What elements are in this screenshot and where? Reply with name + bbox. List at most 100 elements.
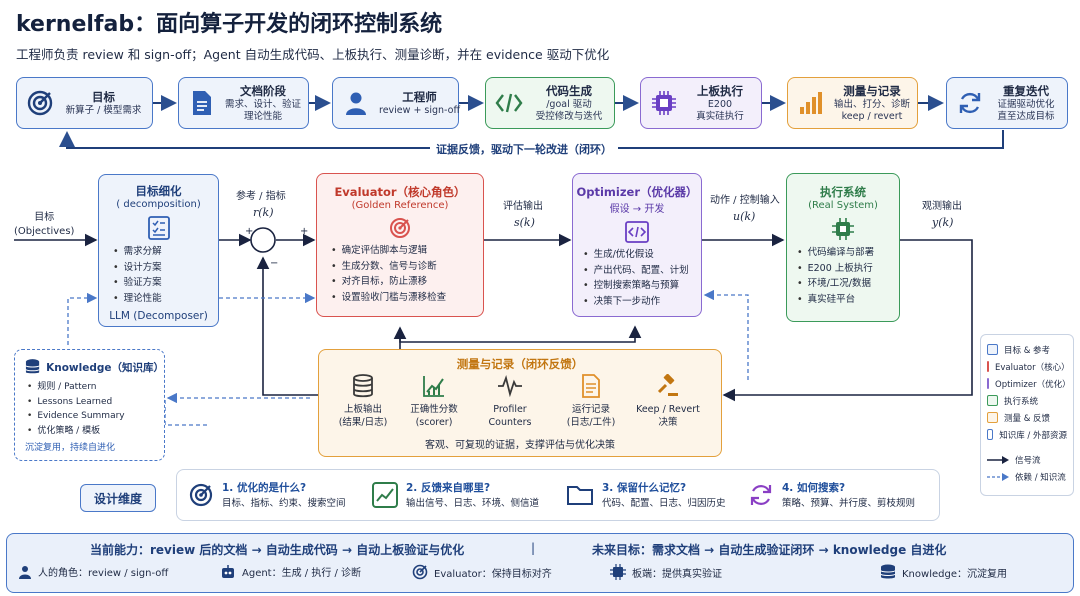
design-label: 设计维度 [80, 484, 156, 512]
chip-icon [610, 564, 626, 580]
list-item: 规则 / Pattern [27, 380, 164, 395]
person-icon [341, 88, 371, 118]
design-item: 1. 优化的是什么?目标、指标、约束、搜索空间 [188, 480, 346, 509]
legend-item: 依赖 / 知识流 [987, 468, 1067, 485]
measurement-item: 正确性分数 (scorer) [391, 374, 477, 430]
flow-step-desc: 证据驱动优化 直至达成目标 [997, 98, 1055, 122]
legend: 目标 & 参考 Evaluator（核心） Optimizer（优化） 执行系统… [980, 334, 1074, 496]
solid-arrow-icon [987, 455, 1009, 464]
current-capability: 当前能力：review 后的文档 → 自动生成代码 → 自动上板验证与优化 [90, 543, 465, 557]
feedback-sum-arrow [256, 256, 318, 396]
observe-label: 观测输出 [922, 201, 962, 212]
target-icon [189, 483, 213, 506]
role-item: 人的角色：review / sign-off [18, 564, 168, 579]
legend-label: 信号流 [1015, 455, 1041, 466]
chart-icon [372, 481, 398, 508]
flow-step-desc: review + sign-off [379, 104, 461, 116]
page-title: kernelfab：面向算子开发的闭环控制系统 [16, 12, 443, 37]
flow-step-desc: /goal 驱动 受控修改与迭代 [535, 98, 603, 122]
legend-swatch [987, 344, 998, 355]
future-goal: 未来目标：需求文档 → 自动生成验证闭环 → knowledge 自进化 [592, 543, 947, 557]
legend-swatch [987, 378, 989, 389]
legend-label: 目标 & 参考 [1004, 345, 1051, 356]
action-label: 动作 / 控制输入 [710, 195, 780, 206]
list-item: 验证方案 [113, 275, 218, 291]
execution-list: 代码编译与部署 E200 上板执行 环境/工况/数据 真实硅平台 [797, 245, 899, 307]
flow-step-title: 上板执行 [697, 83, 743, 98]
flow-step-title: 重复迭代 [1003, 83, 1049, 98]
knowledge-footer: 沉淀复用，持续自进化 [25, 443, 116, 453]
measurement-label: 上板输出 (结果/日志) [338, 404, 388, 428]
decomposition-footer: LLM (Decomposer) [109, 310, 208, 322]
role-label: 板端：提供真实验证 [632, 568, 722, 580]
role-label: Knowledge：沉淀复用 [902, 568, 1007, 580]
file-icon [582, 374, 600, 398]
measurement-label: Profiler Counters [488, 404, 532, 428]
eval-output-symbol: s(k) [514, 216, 535, 229]
list-item: 真实硅平台 [797, 292, 899, 308]
list-item: 控制搜索策略与预算 [583, 278, 701, 294]
design-item-desc: 输出信号、日志、环境、侧信道 [406, 498, 540, 509]
measurement-item: Profiler Counters [467, 374, 553, 430]
measurement-label: 正确性分数 (scorer) [410, 404, 458, 428]
legend-swatch [987, 395, 998, 406]
list-item: 产出代码、配置、计划 [583, 263, 701, 279]
line-chart-icon [423, 376, 444, 397]
flow-step-iterate: 重复迭代证据驱动优化 直至达成目标 [946, 77, 1068, 129]
role-label: Agent：生成 / 执行 / 诊断 [242, 568, 362, 579]
refresh-icon [955, 88, 985, 118]
measurement-label: Keep / Revert 决策 [636, 404, 700, 428]
document-icon [187, 88, 217, 118]
legend-item: 信号流 [987, 451, 1067, 468]
flow-step-desc: 输出、打分、诊断 keep / revert [834, 98, 911, 122]
legend-item: 知识库 / 外部资源 [987, 426, 1067, 443]
dashed-arrow-icon [987, 472, 1009, 481]
role-item: Agent：生成 / 执行 / 诊断 [220, 564, 361, 579]
feedback-loop-label: 证据反馈，驱动下一轮改进（闭环） [430, 141, 618, 157]
legend-swatch [987, 412, 998, 423]
evaluator-box: Evaluator（核心角色） (Golden Reference) 确定评估脚… [316, 173, 484, 317]
legend-swatch [987, 361, 989, 372]
code-icon [494, 88, 524, 118]
flow-step-title: 代码生成 [546, 83, 592, 98]
database-icon [25, 359, 40, 374]
measurement-title: 测量与记录（闭环反馈） [456, 357, 584, 371]
legend-item: 测量 & 反馈 [987, 409, 1067, 426]
list-item: 代码编译与部署 [797, 245, 899, 261]
list-item: 理论性能 [113, 291, 218, 307]
flow-step-doc: 文档阶段需求、设计、验证 理论性能 [178, 77, 309, 129]
measurement-footer: 客观、可复现的证据，支撑评估与优化决策 [425, 440, 615, 451]
knowledge-link [164, 400, 210, 426]
role-item: Knowledge：沉淀复用 [880, 564, 1007, 580]
list-item: E200 上板执行 [797, 261, 899, 277]
gavel-icon [657, 374, 678, 396]
plus-sign: + [300, 226, 309, 237]
design-panel [176, 469, 940, 521]
execution-box: 执行系统 (Real System) 代码编译与部署 E200 上板执行 环境/… [786, 173, 900, 322]
legend-label: Evaluator（核心） [995, 362, 1070, 373]
list-item: 设计方案 [113, 260, 218, 276]
list-item: Lessons Learned [27, 395, 164, 410]
execution-subtitle: (Real System) [808, 200, 878, 211]
checklist-icon [99, 216, 218, 240]
chip-icon [649, 88, 679, 118]
eval-output-label: 评估输出 [503, 201, 543, 212]
observe-arrow [722, 239, 973, 402]
evaluator-list: 确定评估脚本与逻辑 生成分数、信号与诊断 对齐目标，防止漂移 设置验收门槛与漂移… [331, 243, 483, 305]
flow-step-title: 目标 [92, 89, 115, 104]
list-item: 需求分解 [113, 244, 218, 260]
cycle-icon [750, 484, 772, 505]
meas-to-opt-arrow [399, 325, 642, 343]
flow-step-measure: 测量与记录输出、打分、诊断 keep / revert [787, 77, 918, 129]
summary-separator: | [531, 541, 536, 555]
reference-label: 参考 / 指标 [236, 191, 286, 202]
database-icon [353, 374, 373, 398]
flow-step-codegen: 代码生成/goal 驱动 受控修改与迭代 [485, 77, 615, 129]
design-item-desc: 目标、指标、约束、搜索空间 [222, 498, 346, 509]
person-icon [19, 565, 31, 579]
list-item: 环境/工况/数据 [797, 276, 899, 292]
design-item-title: 2. 反馈来自哪里? [406, 482, 491, 494]
legend-label: 知识库 / 外部资源 [999, 430, 1067, 441]
